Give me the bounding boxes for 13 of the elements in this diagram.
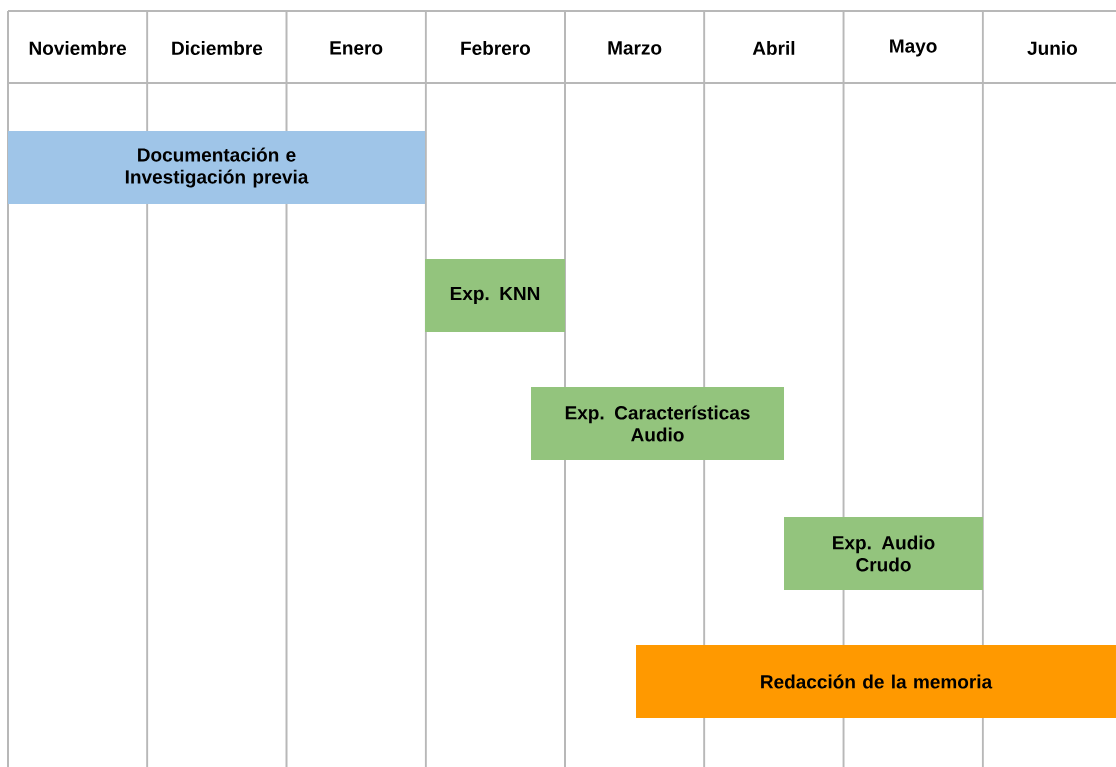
task-bar: Exp. Características Audio xyxy=(531,387,784,460)
month-label: Abril xyxy=(752,41,795,55)
month-label: Noviembre xyxy=(29,41,127,55)
task-bar: Documentación e Investigación previa xyxy=(8,131,425,204)
month-label: Diciembre xyxy=(172,41,263,55)
month-label: Mayo xyxy=(890,39,937,57)
task-bar: Redacción de la memoria xyxy=(636,645,1116,718)
month-label: Febrero xyxy=(461,41,530,55)
task-bar: Exp. Audio Crudo xyxy=(784,517,983,590)
task-bar: Exp. KNN xyxy=(425,259,565,332)
month-label: Junio xyxy=(1027,41,1077,55)
month-label: Marzo xyxy=(608,41,662,55)
month-label: Enero xyxy=(330,41,383,55)
